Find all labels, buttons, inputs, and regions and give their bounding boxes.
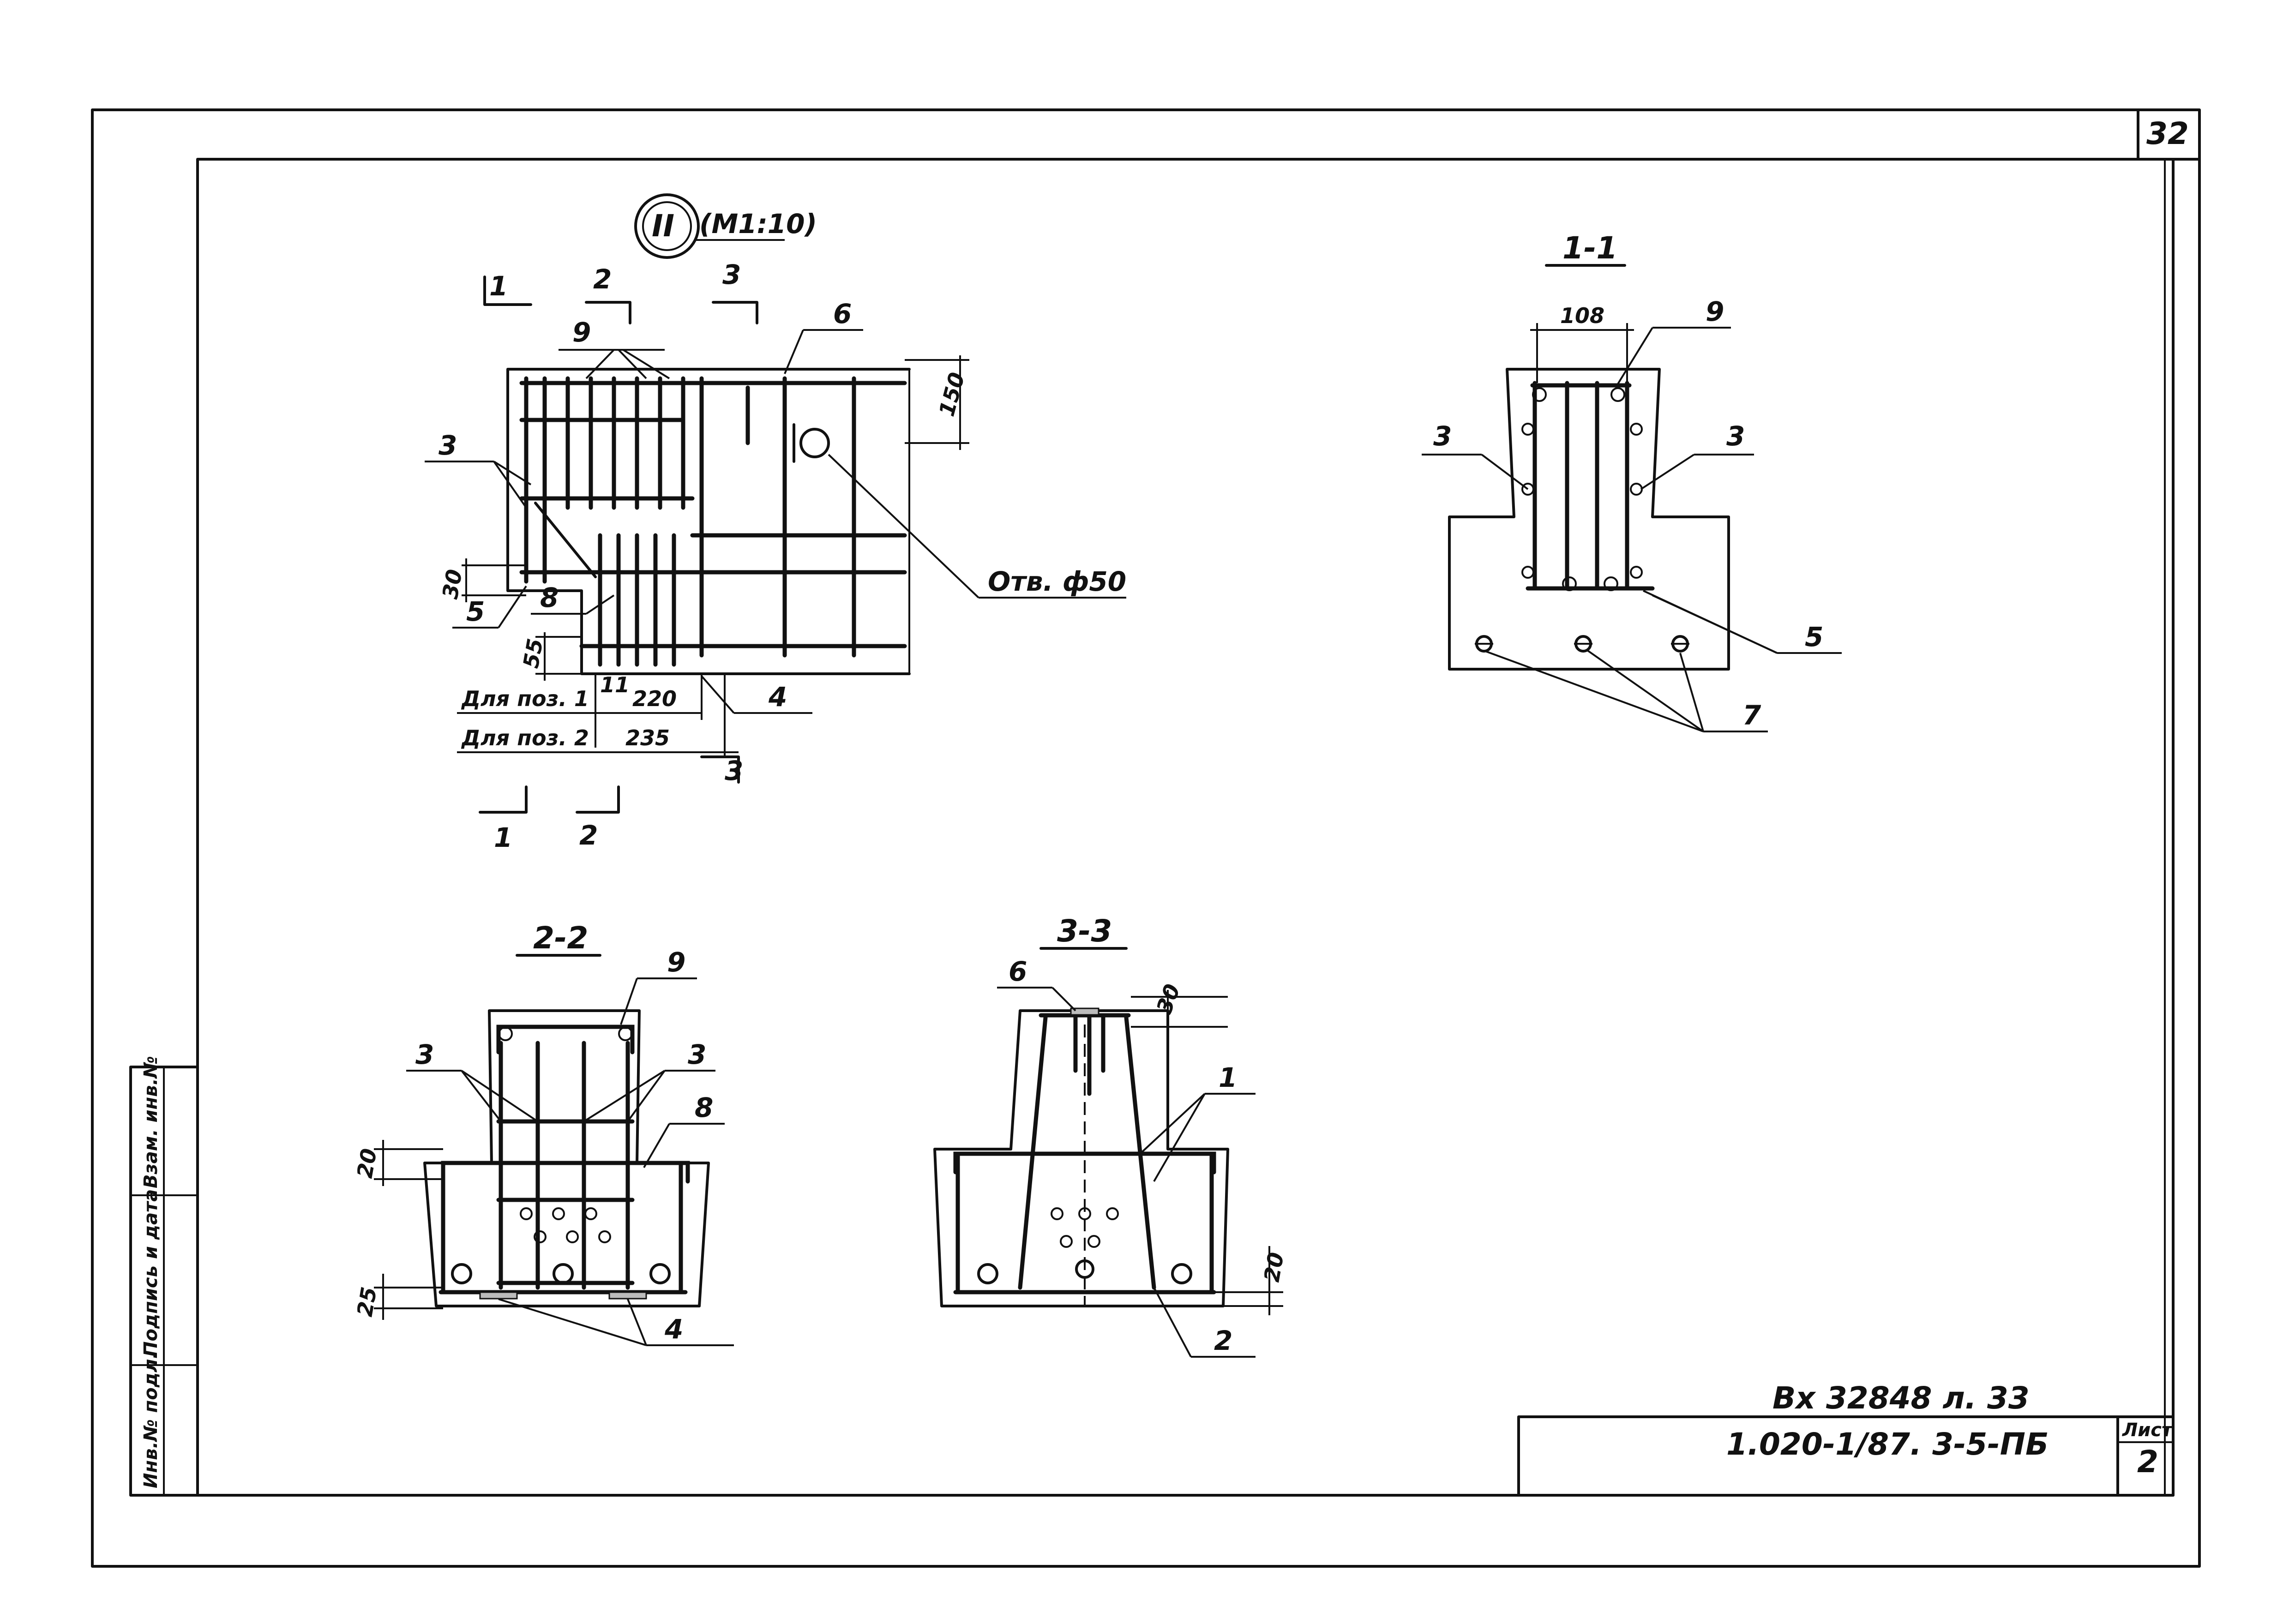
- title-block: Вх 32848 л. 33 1.020-1/87. 3-5-ПБ Лист 2: [1517, 1380, 2175, 1497]
- detail-mark: II: [652, 208, 674, 244]
- pos-3-s22-right: 3: [688, 1039, 706, 1070]
- dim-150: 150: [934, 370, 969, 419]
- side-stamp: Инв.№ подл. Подпись и дата Взам. инв.№: [129, 1056, 199, 1497]
- stamp-vzam-inv: Взам. инв.№: [140, 1056, 162, 1188]
- pos-4-plan: 4: [768, 681, 787, 713]
- pos-2-s33: 2: [1214, 1325, 1232, 1356]
- pos-5-plan: 5: [466, 596, 485, 627]
- sheet-number: 2: [2137, 1444, 2158, 1480]
- cut-mark-2-top: 2: [593, 264, 612, 295]
- section-1-1-title: 1-1: [1562, 230, 1617, 266]
- detail-ii: II (М1:10) 1 2 3: [425, 193, 1126, 853]
- pos-1-s33: 1: [1219, 1062, 1237, 1093]
- pos-7-s11: 7: [1742, 700, 1761, 731]
- dim-20-s33: 20: [1259, 1250, 1289, 1283]
- pos-9-plan: 9: [572, 317, 591, 348]
- detail-scale: (М1:10): [699, 208, 817, 240]
- pos-8-plan: 8: [540, 582, 559, 613]
- dim-55-plan: 55: [518, 636, 548, 670]
- section-1-1: 1-1 108 9 3 3: [1422, 230, 1842, 732]
- cut-mark-3-bottom: 3: [725, 755, 743, 786]
- dim-30-plan: 30: [438, 567, 467, 600]
- pos-8-s22: 8: [695, 1092, 713, 1123]
- stamp-inv-podl: Инв.№ подл.: [140, 1352, 162, 1488]
- for-pos1-note: Для поз. 1: [461, 686, 589, 711]
- pos-3-plan: 3: [439, 430, 457, 461]
- pos-3-s22-left: 3: [415, 1039, 434, 1070]
- pos-3-s11-left: 3: [1433, 420, 1452, 452]
- dim-11: 11: [600, 672, 630, 697]
- pos-6-plan: 6: [833, 298, 852, 330]
- section-2-2-title: 2-2: [533, 920, 588, 956]
- hole-note: Отв. ф50: [988, 566, 1126, 597]
- cut-mark-2-bottom: 2: [579, 820, 598, 851]
- section-3-3-title: 3-3: [1057, 913, 1112, 949]
- hole-symbol: [799, 428, 830, 458]
- for-pos2-note: Для поз. 2: [461, 725, 589, 750]
- pos-3-s11-right: 3: [1726, 420, 1745, 452]
- pos-9-s22: 9: [667, 947, 685, 978]
- dim-220: 220: [632, 686, 677, 711]
- cut-mark-1-bottom: 1: [494, 822, 512, 853]
- drawing-code: 1.020-1/87. 3-5-ПБ: [1726, 1426, 2049, 1462]
- stamp-sign-date: Подпись и дата: [140, 1189, 162, 1357]
- pos-5-s11: 5: [1805, 621, 1823, 653]
- outer-frame: [91, 108, 2201, 1568]
- archive-number: Вх 32848 л. 33: [1772, 1380, 2030, 1416]
- dim-25-s22: 25: [352, 1285, 382, 1318]
- dim-20-s22: 20: [352, 1146, 382, 1180]
- pos-9-s11: 9: [1706, 296, 1724, 327]
- pos-4-s22: 4: [664, 1313, 683, 1345]
- section-2-2: 2-2 9 3 3: [352, 920, 734, 1346]
- cut-mark-1-top: 1: [489, 270, 508, 302]
- cut-mark-3-top: 3: [722, 259, 741, 290]
- pos-6-s33: 6: [1009, 956, 1027, 987]
- section-3-3: 3-3 6 30 1: [933, 913, 1289, 1358]
- corner-sheet-number: 32: [2146, 116, 2189, 151]
- dim-108: 108: [1560, 303, 1604, 328]
- sheet-label: Лист: [2122, 1420, 2174, 1441]
- inner-frame: [196, 158, 2175, 1497]
- dim-235: 235: [625, 725, 670, 750]
